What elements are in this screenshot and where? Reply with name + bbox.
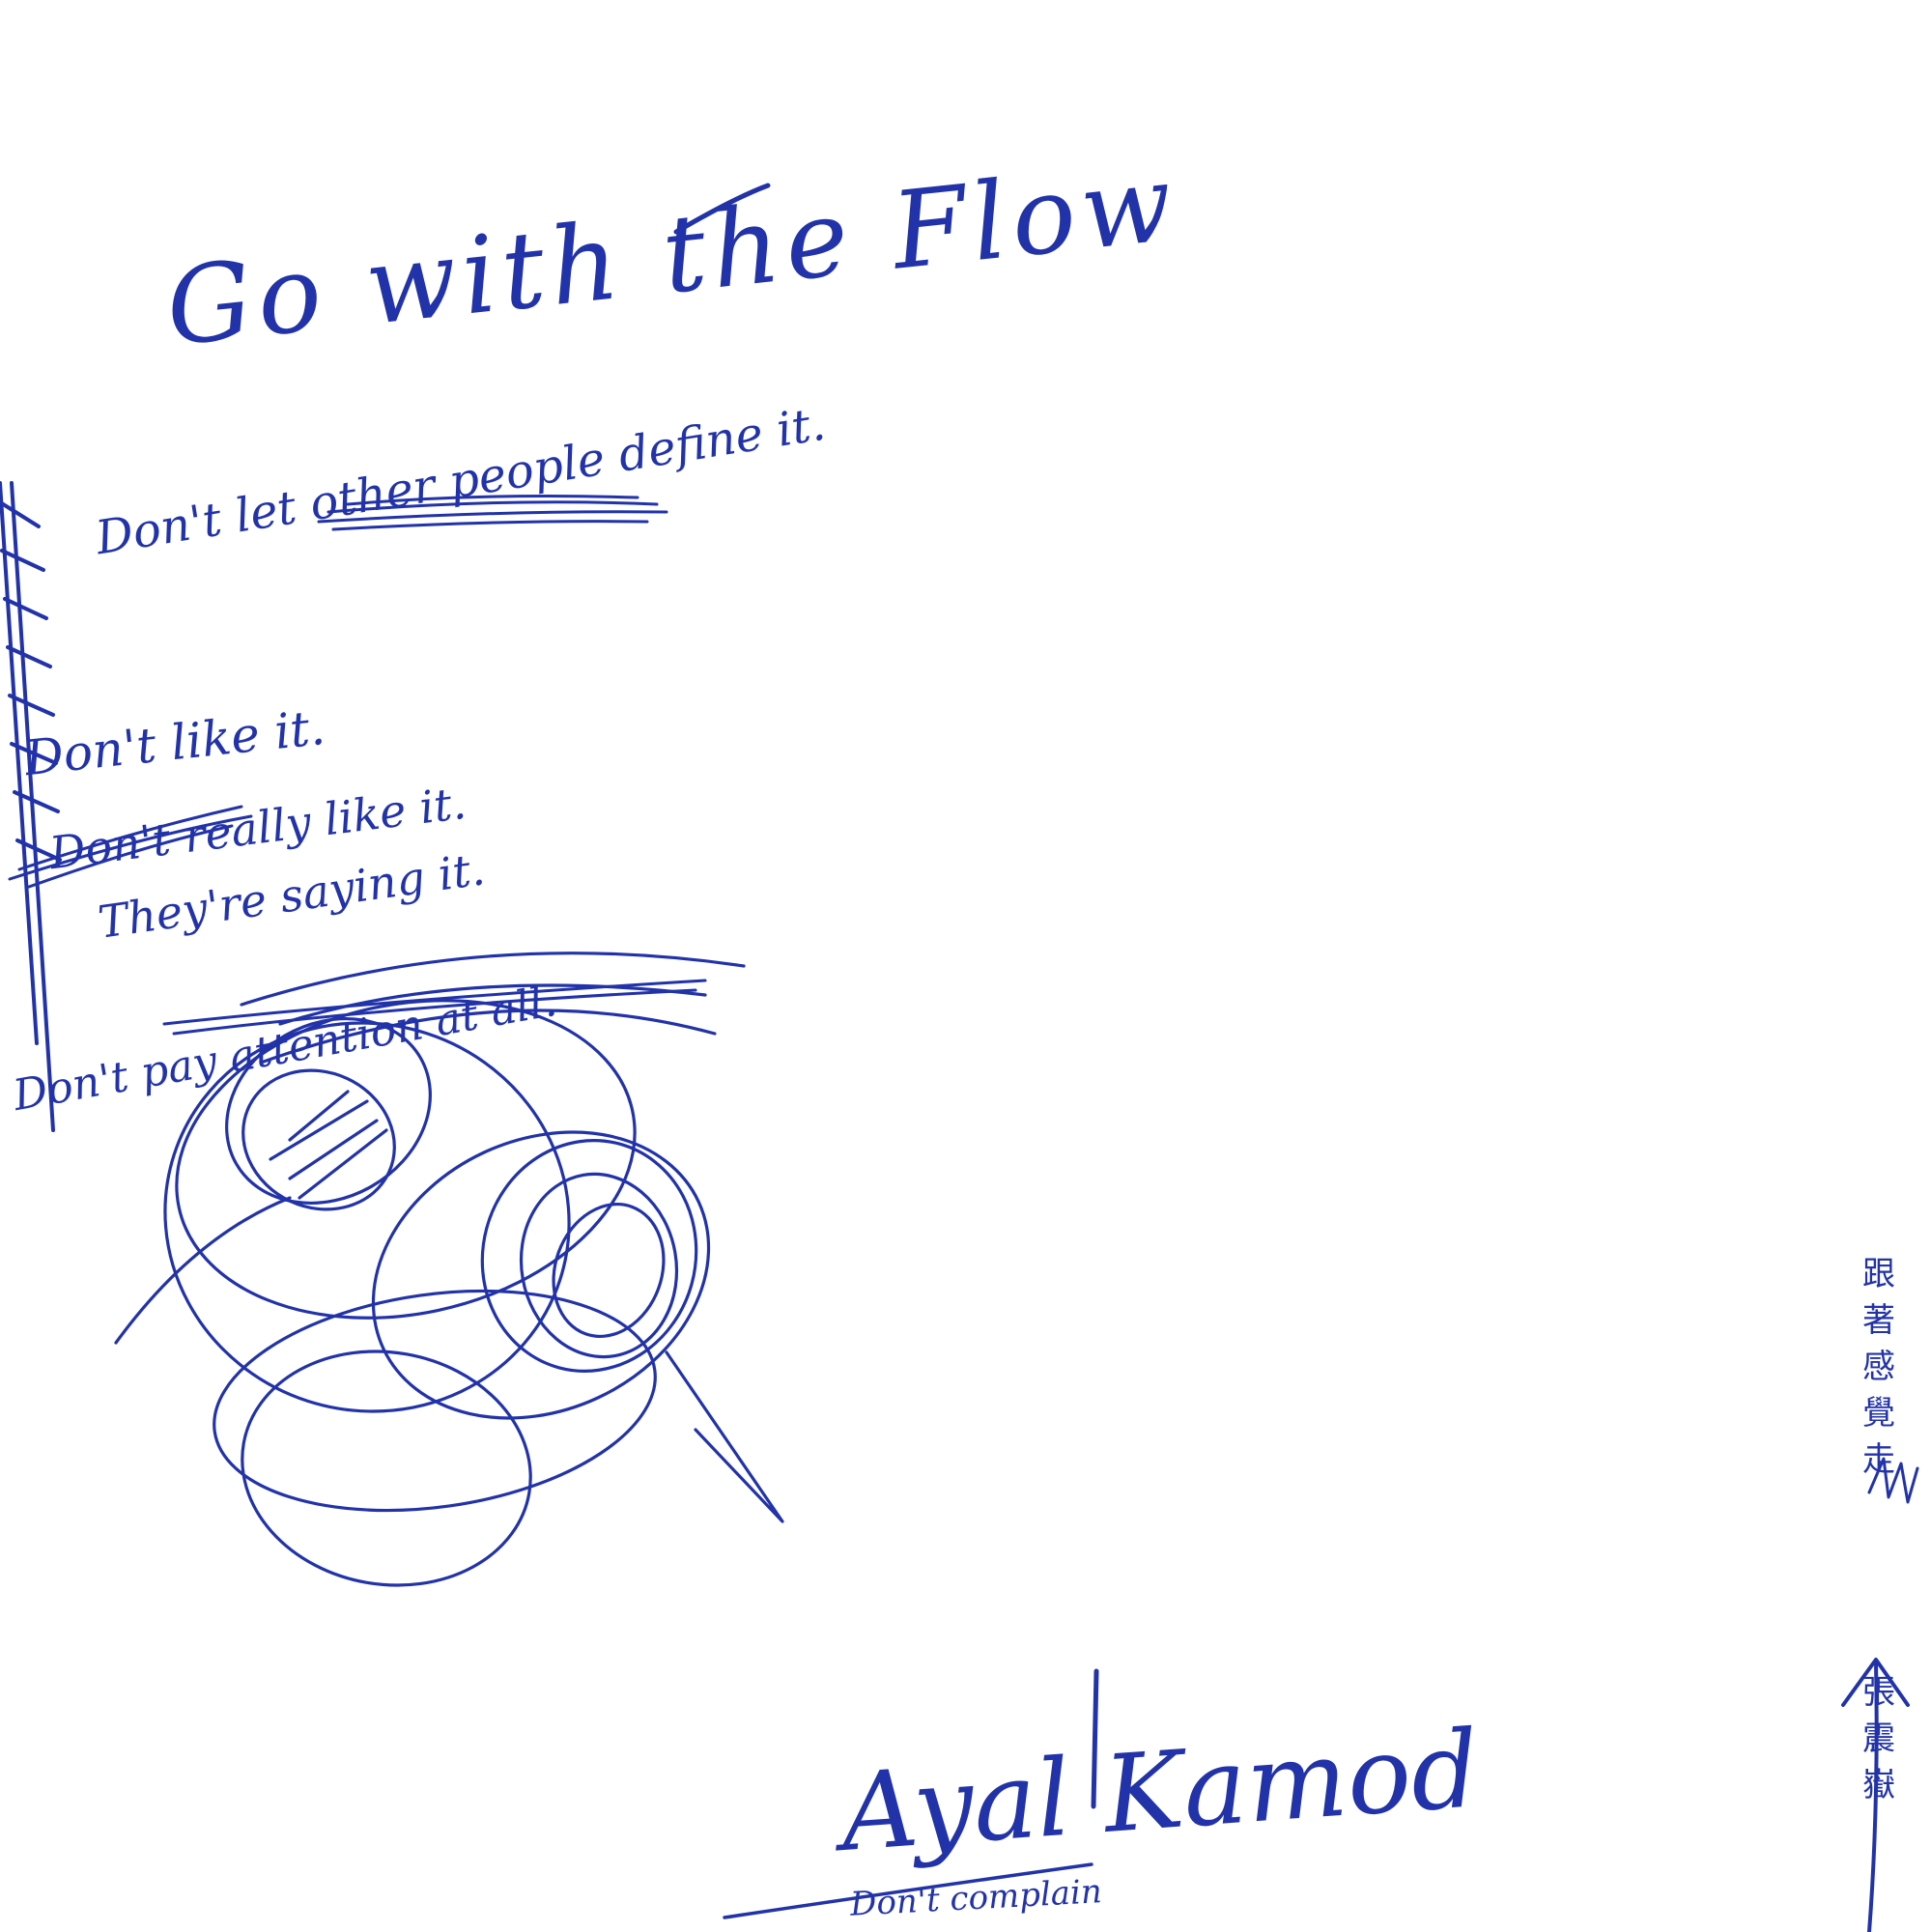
signature-strike bbox=[723, 1862, 1093, 1919]
cjk-scribble bbox=[1867, 1457, 1919, 1504]
title-flourish bbox=[673, 183, 771, 235]
ladder-doodle bbox=[0, 481, 62, 1132]
signature-tick bbox=[1091, 1668, 1099, 1809]
central-scribble bbox=[114, 952, 784, 1587]
chinese-artist: 張震嶽 bbox=[1862, 1673, 1895, 1804]
arrow-up-icon bbox=[1841, 1658, 1910, 1932]
